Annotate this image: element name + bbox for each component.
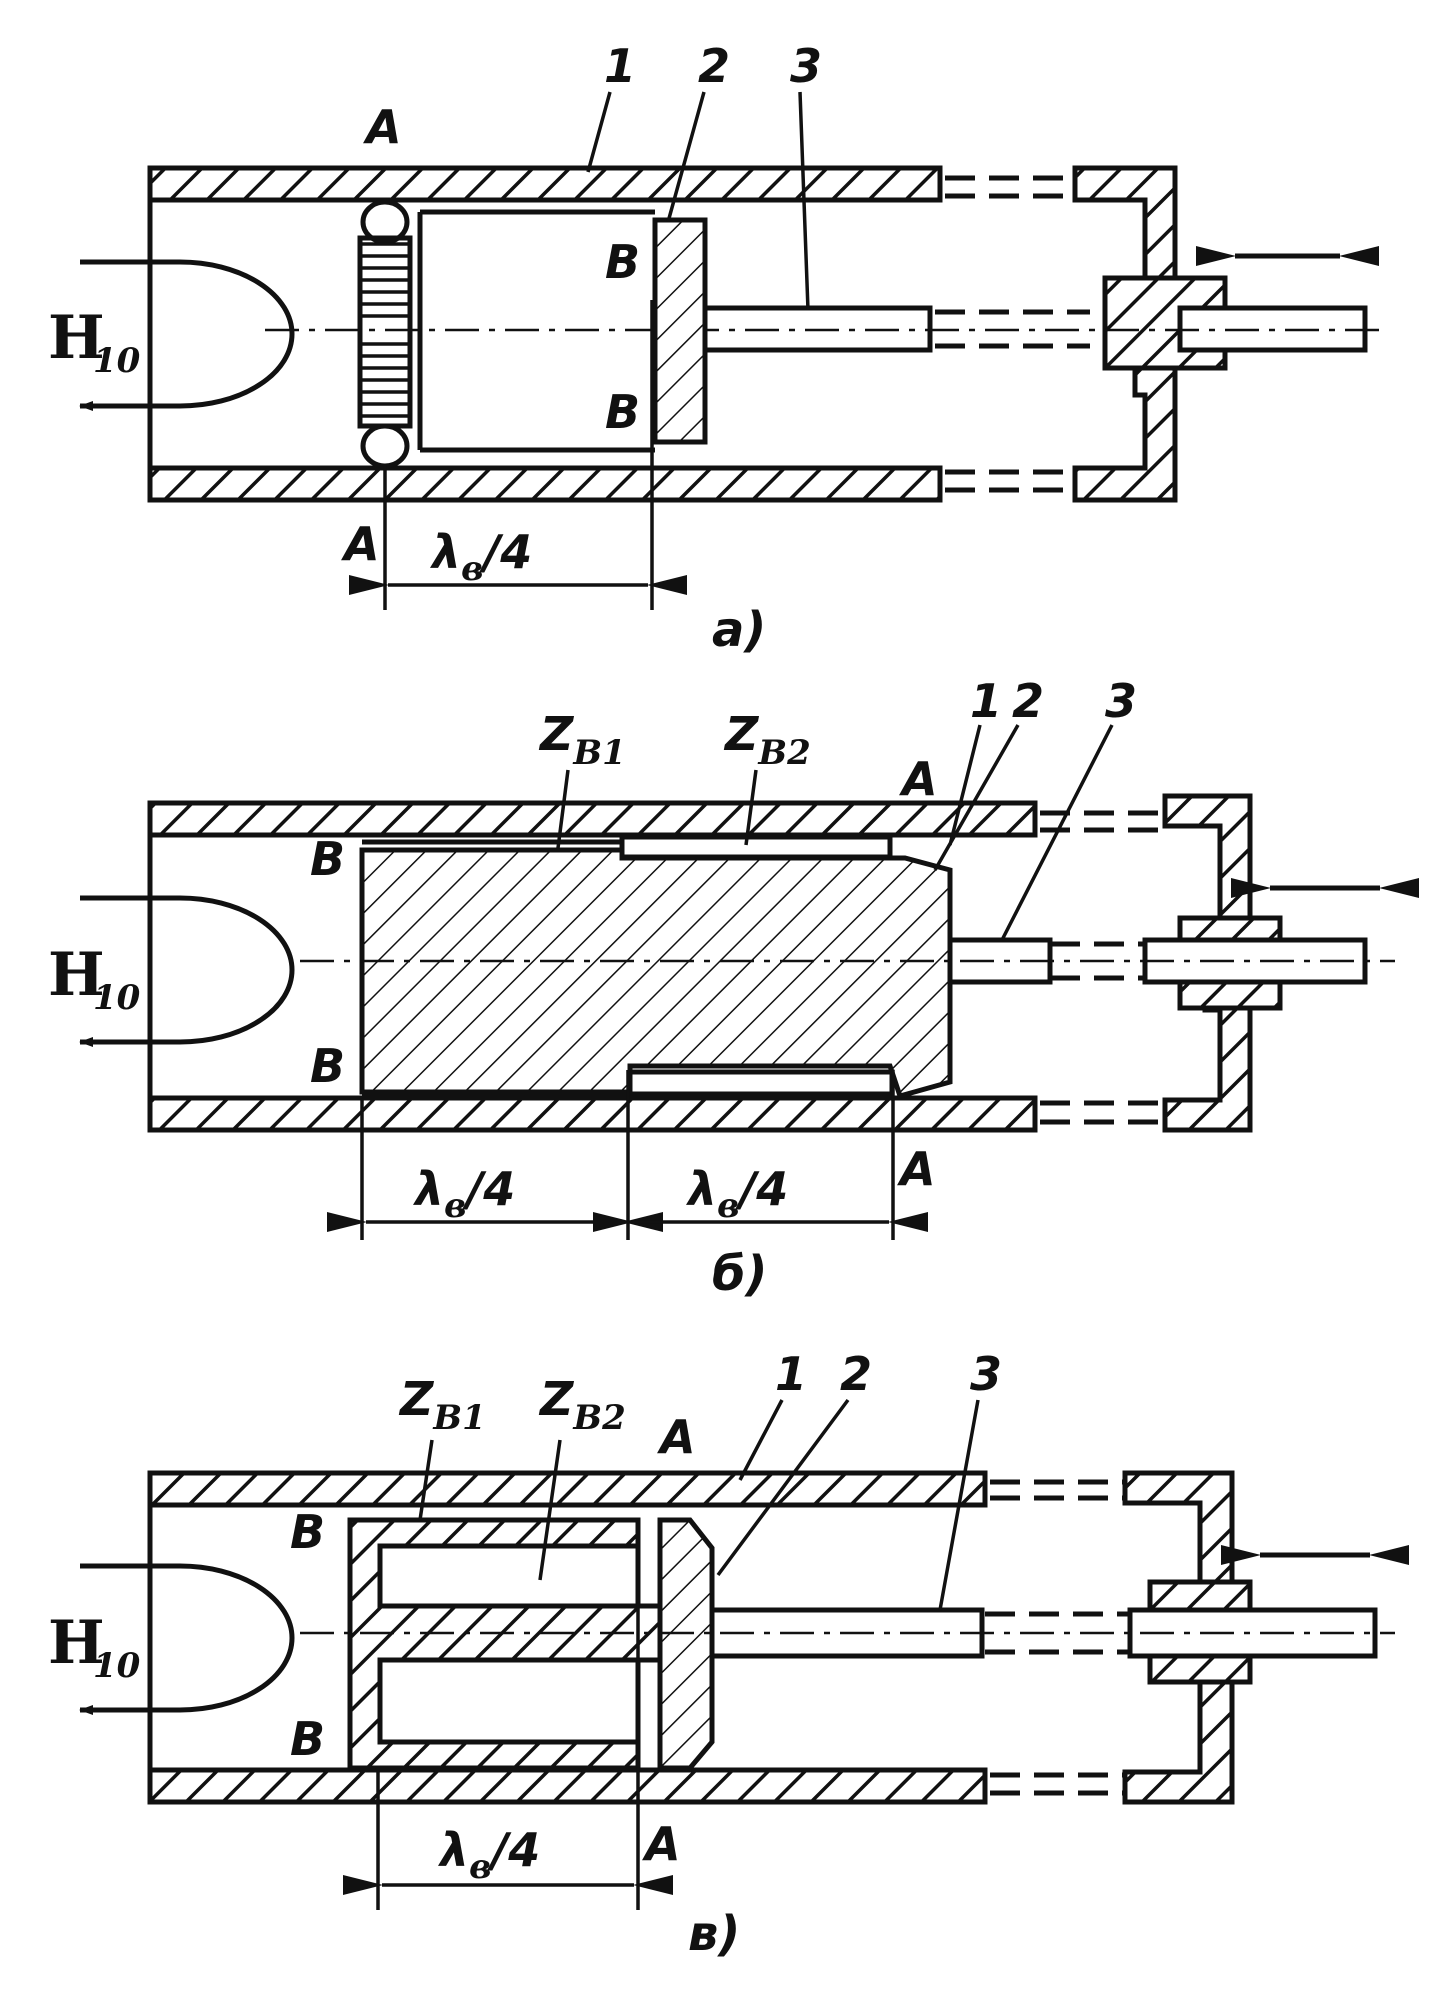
label-B-bottom: B	[290, 1712, 325, 1766]
waveguide-top-wall	[147, 1470, 988, 1508]
waveguide-bottom-wall	[147, 1767, 988, 1805]
label-A-bottom: A	[642, 1817, 681, 1871]
dimension-quarter-wave-2: λв/4	[685, 1162, 788, 1226]
label-zb1: ZB1	[538, 707, 626, 773]
field-label: H	[48, 940, 105, 1010]
field-label: H	[48, 303, 105, 373]
label-A-top: A	[363, 100, 402, 154]
label-zb2: ZB2	[538, 1372, 626, 1438]
dimension-quarter-wave-1: λв/4	[412, 1162, 515, 1226]
label-A-bottom: A	[341, 517, 380, 571]
caption-b: б)	[712, 1246, 767, 1302]
plunger-body	[359, 847, 953, 1100]
waveguide-top-wall	[147, 165, 943, 203]
label-A-top: A	[899, 752, 938, 806]
field-subscript: 10	[93, 978, 141, 1018]
label-2: 2	[698, 39, 730, 93]
panel-b: H 10 ZB1 ZB2 A A B B 1 2 3 λв/4 λв/4 б)	[48, 674, 1419, 1302]
label-3: 3	[790, 39, 822, 93]
label-2: 2	[840, 1347, 872, 1401]
plunger-piston	[657, 1517, 715, 1771]
panel-c: H 10 ZB1 ZB2 A A B B 1 2 3 λв/4 в)	[48, 1347, 1409, 1962]
waveguide-bottom-wall	[147, 465, 943, 503]
label-zb2: ZB2	[723, 707, 811, 773]
label-1: 1	[775, 1347, 807, 1401]
waveguide-bottom-wall	[147, 1095, 1038, 1133]
panel-a: H 10 1 2 3 A A B B λв/4 a)	[48, 39, 1385, 658]
waveguide-break-lines	[945, 175, 1070, 493]
waveguide-top-wall	[147, 800, 1038, 838]
dimension-quarter-wave: λв/4	[429, 525, 532, 589]
label-A-top: A	[657, 1410, 696, 1464]
plunger-piston	[652, 217, 708, 445]
label-3: 3	[1105, 674, 1137, 728]
label-zb1: ZB1	[398, 1372, 486, 1438]
gap-zb2-bottom	[627, 1069, 895, 1097]
label-3: 3	[970, 1347, 1002, 1401]
gap-zb2-top	[619, 834, 893, 860]
label-B-bottom: B	[310, 1039, 345, 1093]
field-loop	[79, 1563, 295, 1715]
caption-a: a)	[712, 602, 766, 658]
dimension-quarter-wave: λв/4	[437, 1823, 540, 1887]
label-B-top: B	[310, 832, 345, 886]
field-subscript: 10	[93, 1646, 141, 1686]
label-A-bottom: A	[897, 1142, 936, 1196]
label-2: 2	[1012, 674, 1044, 728]
label-B-bottom: B	[605, 385, 640, 439]
field-loop	[79, 259, 295, 411]
label-1: 1	[604, 39, 636, 93]
field-subscript: 10	[93, 341, 141, 381]
field-loop	[79, 895, 295, 1047]
caption-c: в)	[688, 1906, 740, 1962]
spring-contact	[357, 199, 413, 469]
field-label: H	[48, 1608, 105, 1678]
label-B-top: B	[290, 1505, 325, 1559]
label-B-top: B	[605, 235, 640, 289]
label-1: 1	[970, 674, 1002, 728]
